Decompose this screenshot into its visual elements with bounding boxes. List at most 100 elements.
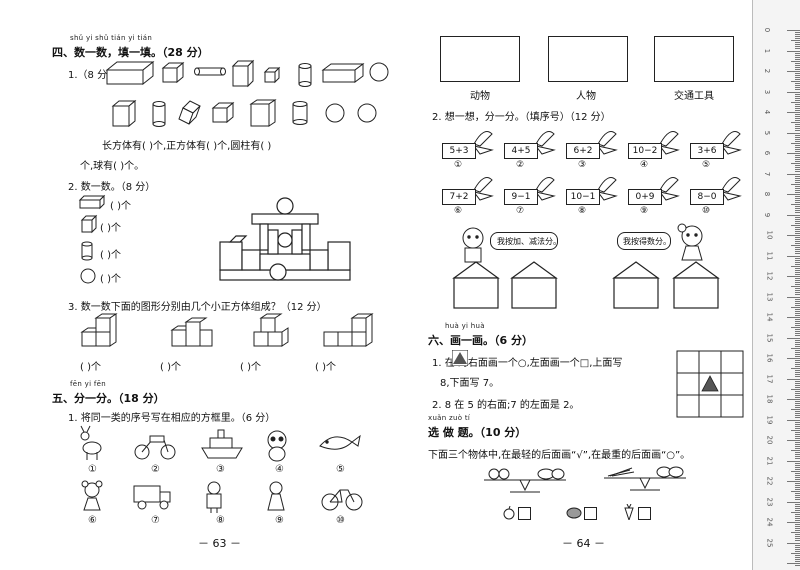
ruler-tick bbox=[795, 251, 800, 253]
answer-box-apple[interactable] bbox=[518, 507, 531, 520]
ruler-tick bbox=[795, 42, 800, 44]
q2-row-cuboid: ( )个 bbox=[110, 201, 131, 212]
ruler-tick bbox=[795, 312, 800, 314]
sec6-pinyin: huà yi huà bbox=[445, 322, 485, 330]
ruler-tick bbox=[795, 259, 800, 261]
ruler-tick bbox=[795, 415, 800, 417]
ruler-tick bbox=[795, 200, 800, 202]
equation-card-1: 5+3 bbox=[442, 143, 476, 159]
ruler-tick bbox=[795, 540, 800, 542]
ruler-label: 5 bbox=[763, 130, 772, 135]
ruler-tick bbox=[795, 155, 800, 157]
ruler-tick bbox=[795, 103, 800, 105]
ruler-label: 4 bbox=[763, 109, 772, 115]
ship-icon bbox=[201, 429, 243, 459]
ruler-tick bbox=[791, 265, 800, 267]
ruler-tick bbox=[795, 421, 800, 423]
ruler-label: 21 bbox=[765, 456, 774, 465]
ruler-tick bbox=[795, 550, 800, 552]
ruler-tick bbox=[795, 165, 800, 167]
q2-row-sphere: ( )个 bbox=[100, 274, 121, 285]
ruler-tick bbox=[795, 515, 800, 517]
ruler-tick bbox=[795, 394, 800, 396]
ruler-tick bbox=[795, 530, 800, 532]
ruler-tick bbox=[787, 235, 800, 236]
drawing-grid[interactable] bbox=[676, 350, 744, 418]
ruler-label: 16 bbox=[765, 353, 774, 363]
equation-card-9: 0+9 bbox=[628, 189, 662, 205]
sec5-pinyin: fēn yi fēn bbox=[70, 380, 106, 388]
ruler-tick bbox=[787, 419, 800, 421]
ruler-tick bbox=[795, 134, 800, 136]
ruler-tick bbox=[795, 304, 800, 306]
ruler-tick bbox=[787, 358, 800, 359]
card-num-10: ⑩ bbox=[701, 206, 711, 216]
card-num-8: ⑧ bbox=[577, 206, 587, 216]
item-5-num: ⑤ bbox=[336, 464, 345, 475]
ruler-tick bbox=[795, 56, 800, 58]
ruler-tick bbox=[787, 30, 800, 31]
category-box-people[interactable] bbox=[548, 36, 628, 82]
ruler-tick bbox=[795, 167, 800, 169]
ruler-tick bbox=[795, 136, 800, 138]
ruler-tick bbox=[795, 558, 800, 560]
ruler-label: 15 bbox=[765, 333, 774, 342]
apple-icon bbox=[503, 506, 515, 520]
ruler-tick bbox=[787, 563, 800, 564]
answer-box-melon[interactable] bbox=[584, 507, 597, 520]
ruler-tick bbox=[795, 489, 800, 491]
ruler-tick bbox=[795, 48, 800, 50]
balance-scale-left bbox=[484, 468, 566, 493]
ruler-tick bbox=[795, 507, 800, 509]
ruler-tick bbox=[795, 448, 800, 450]
ruler-tick bbox=[795, 538, 800, 540]
ruler-tick bbox=[795, 390, 800, 392]
ruler-tick bbox=[787, 440, 800, 441]
ruler-tick bbox=[787, 153, 800, 154]
ruler-tick bbox=[787, 481, 800, 482]
ruler-tick bbox=[795, 196, 800, 198]
ruler-tick bbox=[795, 253, 800, 255]
ruler-tick bbox=[795, 433, 800, 435]
ruler-tick bbox=[795, 546, 800, 548]
answer-box-carrot[interactable] bbox=[638, 507, 651, 520]
ruler-tick bbox=[795, 325, 800, 327]
ruler-tick bbox=[795, 483, 800, 485]
sorting-houses[interactable] bbox=[450, 260, 740, 312]
ruler-tick bbox=[795, 478, 800, 480]
ruler-tick bbox=[795, 271, 800, 273]
q3-answer-2: ( )个 bbox=[160, 362, 181, 373]
ruler-tick bbox=[791, 429, 800, 431]
ruler-label: 0 bbox=[763, 27, 772, 33]
ruler-tick bbox=[795, 446, 800, 448]
ruler-tick bbox=[795, 396, 800, 398]
ruler-tick bbox=[791, 450, 800, 452]
ruler-tick bbox=[795, 126, 800, 128]
equation-card-5: 3+6 bbox=[690, 143, 724, 159]
grid-triangle-icon bbox=[701, 375, 719, 392]
q1-line1: 长方体有( )个,正方体有( )个,圆柱有( ) bbox=[102, 141, 272, 152]
ruler-tick bbox=[787, 460, 800, 462]
ruler-tick bbox=[795, 462, 800, 464]
ruler-tick bbox=[795, 452, 800, 454]
ruler-tick bbox=[787, 50, 800, 52]
category-box-animals[interactable] bbox=[440, 36, 520, 82]
ruler-tick bbox=[795, 302, 800, 304]
ruler-tick bbox=[795, 353, 800, 355]
melon-icon bbox=[566, 507, 582, 519]
ruler-tick bbox=[787, 337, 800, 339]
ruler-tick bbox=[795, 513, 800, 515]
ruler-tick bbox=[795, 339, 800, 341]
ruler-tick bbox=[795, 495, 800, 497]
ruler-tick bbox=[791, 81, 800, 83]
category-box-vehicles[interactable] bbox=[654, 36, 734, 82]
ruler-tick bbox=[795, 179, 800, 181]
ruler-tick bbox=[787, 399, 800, 400]
ruler-tick bbox=[791, 40, 800, 42]
q1-label: 1.（8 分） bbox=[68, 70, 118, 81]
castle-figure bbox=[219, 197, 351, 281]
ruler-tick bbox=[795, 560, 800, 562]
q1-shapes-row1 bbox=[105, 59, 389, 88]
ruler-tick bbox=[795, 476, 800, 478]
ruler-tick bbox=[795, 425, 800, 427]
